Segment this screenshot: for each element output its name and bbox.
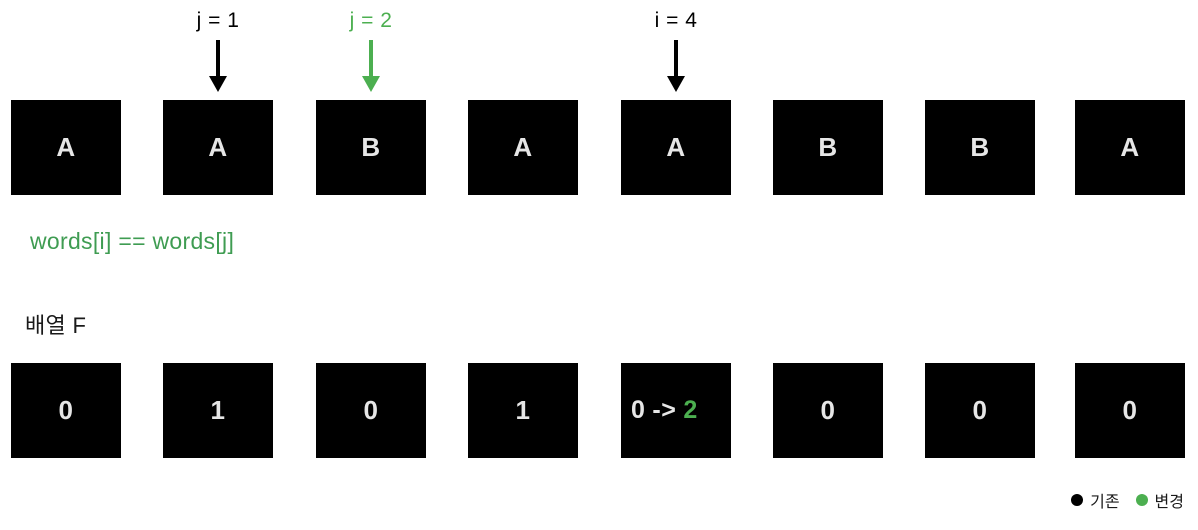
words-cell-0: A: [11, 100, 121, 195]
words-cell-7: A: [1075, 100, 1185, 195]
f-cell-2: 0: [316, 363, 426, 458]
down-arrow-icon: [362, 40, 380, 92]
words-array-row: A A B A A B B A: [0, 100, 1198, 195]
pointer-j2: j = 2: [291, 8, 451, 92]
legend: 기존 변경: [1071, 488, 1184, 512]
legend-item-existing: 기존: [1071, 488, 1120, 512]
pointer-i4-label: i = 4: [654, 9, 698, 32]
f-cell-5: 0: [773, 363, 883, 458]
f-cell-4-new-value: 2: [683, 396, 698, 424]
legend-dot-existing-icon: [1071, 494, 1084, 506]
pointer-j1-label: j = 1: [196, 9, 240, 32]
words-cell-5: B: [773, 100, 883, 195]
legend-dot-changed-icon: [1135, 494, 1148, 506]
pointer-j2-label: j = 2: [349, 9, 393, 32]
words-cell-3: A: [468, 100, 578, 195]
condition-text: words[i] == words[j]: [30, 228, 235, 254]
pointer-i4: i = 4: [596, 8, 756, 92]
words-cell-6: B: [925, 100, 1035, 195]
legend-item-changed: 변경: [1135, 488, 1184, 512]
f-cell-6: 0: [925, 363, 1035, 458]
f-cell-1: 1: [163, 363, 273, 458]
words-cell-4: A: [621, 100, 731, 195]
f-cell-3: 1: [468, 363, 578, 458]
down-arrow-icon: [209, 40, 227, 92]
f-cell-4-old-value: 0: [631, 396, 646, 424]
page-title: 배열 F: [25, 313, 87, 338]
f-cell-0: 0: [11, 363, 121, 458]
pointer-j1: j = 1: [138, 8, 298, 92]
f-cell-7: 0: [1075, 363, 1185, 458]
legend-label-changed: 변경: [1154, 494, 1184, 511]
f-cell-4: 0 -> 2: [621, 363, 731, 458]
legend-label-existing: 기존: [1090, 494, 1120, 511]
words-cell-1: A: [163, 100, 273, 195]
down-arrow-icon: [667, 40, 685, 92]
words-cell-2: B: [316, 100, 426, 195]
assign-arrow-icon: ->: [652, 396, 677, 424]
f-array-row: 0 1 0 1 0 -> 2 0 0 0: [0, 363, 1198, 458]
